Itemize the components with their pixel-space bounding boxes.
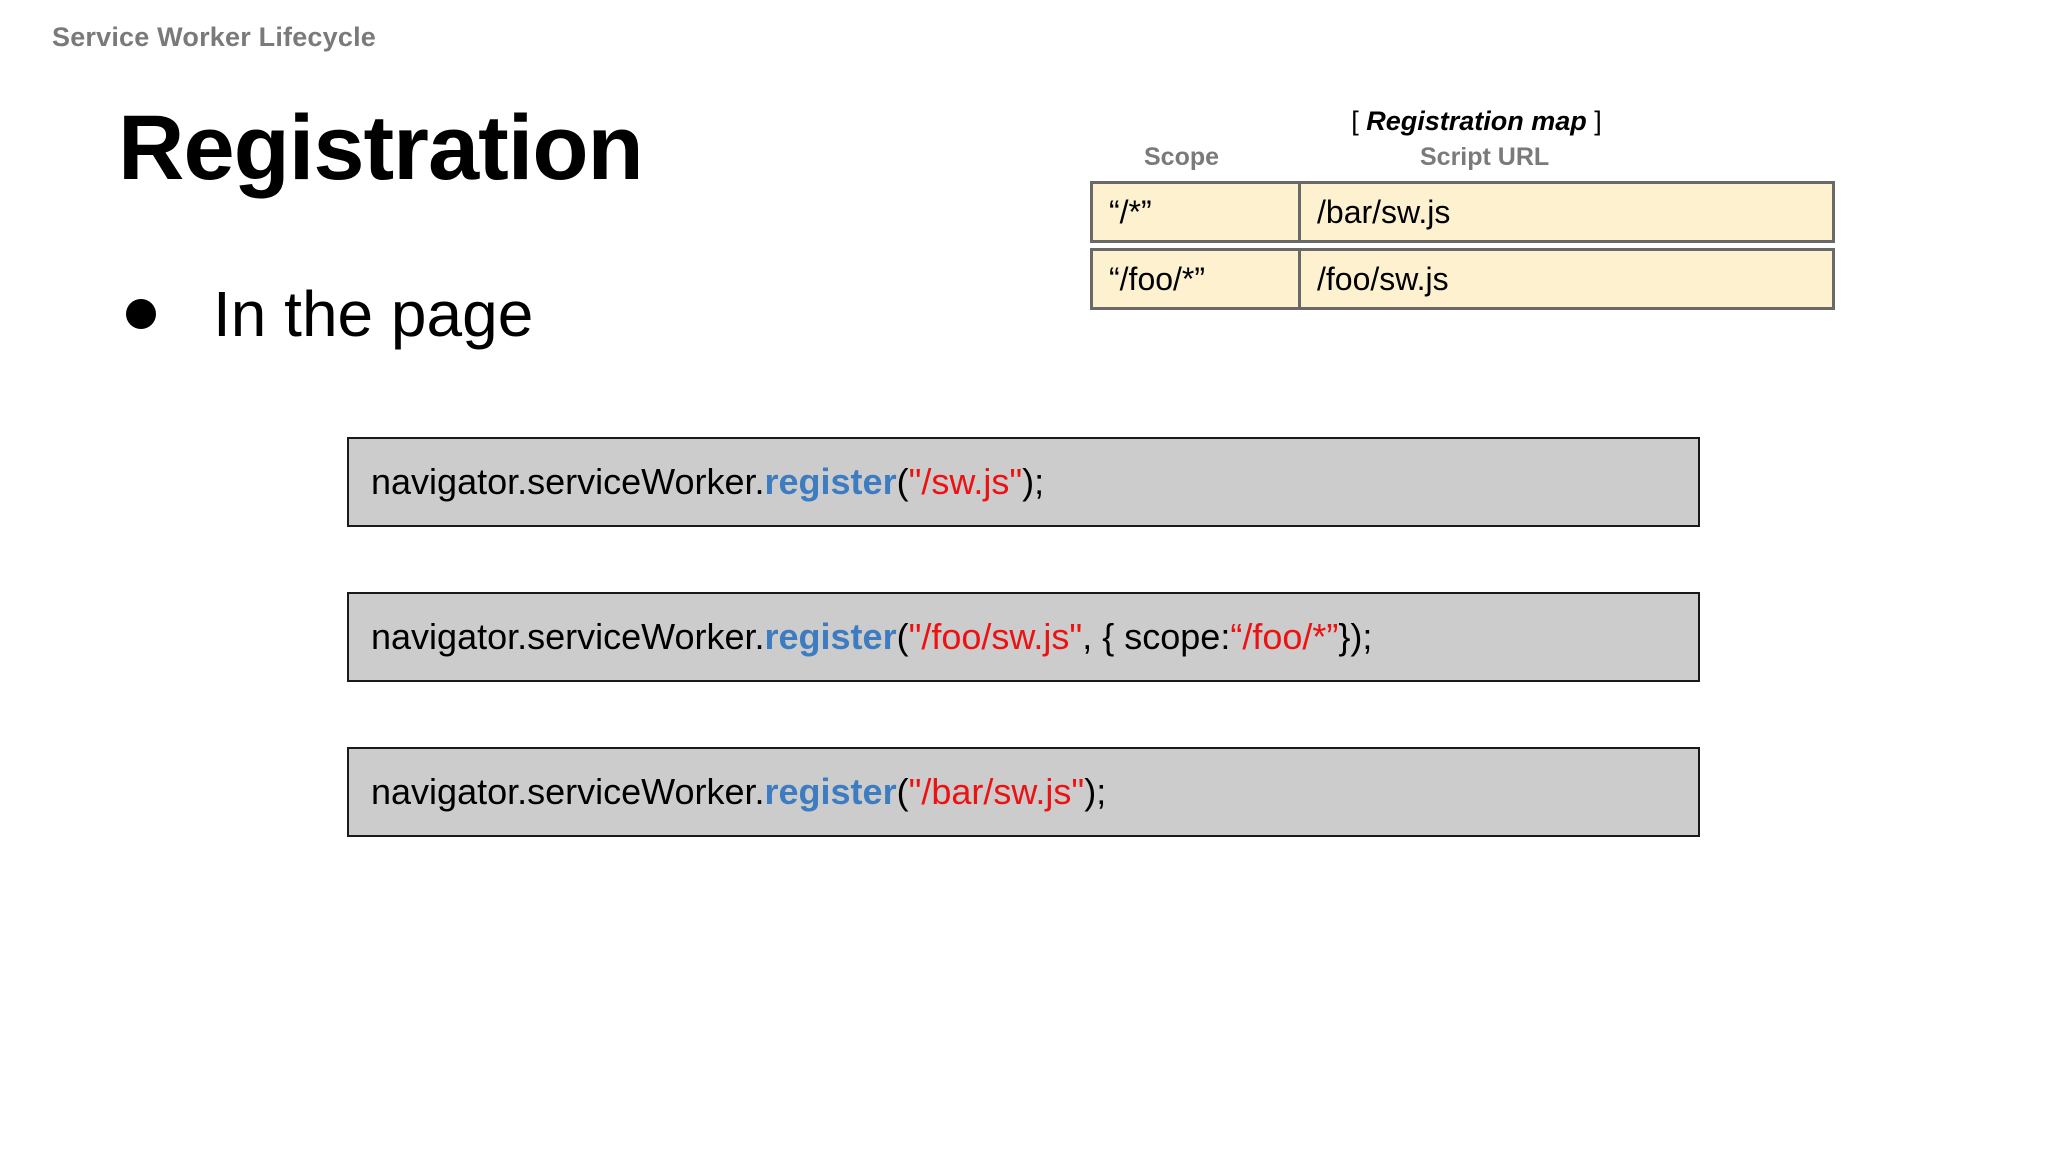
code-suffix: }); <box>1338 616 1373 657</box>
code-prefix: navigator.serviceWorker. <box>371 616 765 657</box>
registration-map-title-open: [ <box>1351 106 1359 136</box>
code-argument-script-url: "/sw.js" <box>908 461 1023 502</box>
code-function-name: register <box>764 771 897 812</box>
registration-map-column-headers: Scope Script URL <box>1090 143 1835 177</box>
table-row: “/*” /bar/sw.js <box>1090 181 1835 243</box>
bullet-item-label: In the page <box>213 278 534 350</box>
code-argument-scope: “/foo/*” <box>1230 616 1339 657</box>
code-function-name: register <box>764 616 897 657</box>
code-argument-script-url: "/foo/sw.js" <box>908 616 1083 657</box>
page-title: Registration <box>118 97 644 199</box>
slide-header: Service Worker Lifecycle <box>52 22 376 52</box>
code-argument-script-url: "/bar/sw.js" <box>908 771 1085 812</box>
registration-map: [ Registration map ] Scope Script URL “/… <box>1090 106 1835 310</box>
code-prefix: navigator.serviceWorker. <box>371 771 765 812</box>
table-cell-script-url: /bar/sw.js <box>1317 193 1451 230</box>
code-suffix: ); <box>1084 771 1107 812</box>
code-block-register-foo-sw-with-scope: navigator.serviceWorker.register("/foo/s… <box>347 592 1700 682</box>
code-options-prefix: , { scope: <box>1082 616 1231 657</box>
registration-map-title: [ Registration map ] <box>1118 106 1835 137</box>
code-open-paren: ( <box>896 616 909 657</box>
code-function-name: register <box>764 461 897 502</box>
bullet-list-item: In the page <box>126 282 533 346</box>
registration-map-table: “/*” /bar/sw.js “/foo/*” /foo/sw.js <box>1090 181 1835 310</box>
table-cell-script-url: /foo/sw.js <box>1317 260 1449 297</box>
bullet-dot-icon <box>126 299 156 329</box>
code-block-register-bar-sw: navigator.serviceWorker.register("/bar/s… <box>347 747 1700 837</box>
registration-map-title-close: ] <box>1594 106 1602 136</box>
code-block-register-sw: navigator.serviceWorker.register("/sw.js… <box>347 437 1700 527</box>
column-header-scope: Scope <box>1144 143 1220 171</box>
table-cell-scope: “/foo/*” <box>1093 251 1301 307</box>
code-open-paren: ( <box>896 771 909 812</box>
code-suffix: ); <box>1022 461 1045 502</box>
code-prefix: navigator.serviceWorker. <box>371 461 765 502</box>
table-cell-scope: “/*” <box>1093 184 1301 240</box>
table-row: “/foo/*” /foo/sw.js <box>1090 248 1835 310</box>
code-open-paren: ( <box>896 461 909 502</box>
column-header-script-url: Script URL <box>1420 143 1550 171</box>
registration-map-title-label: Registration map <box>1366 106 1587 136</box>
